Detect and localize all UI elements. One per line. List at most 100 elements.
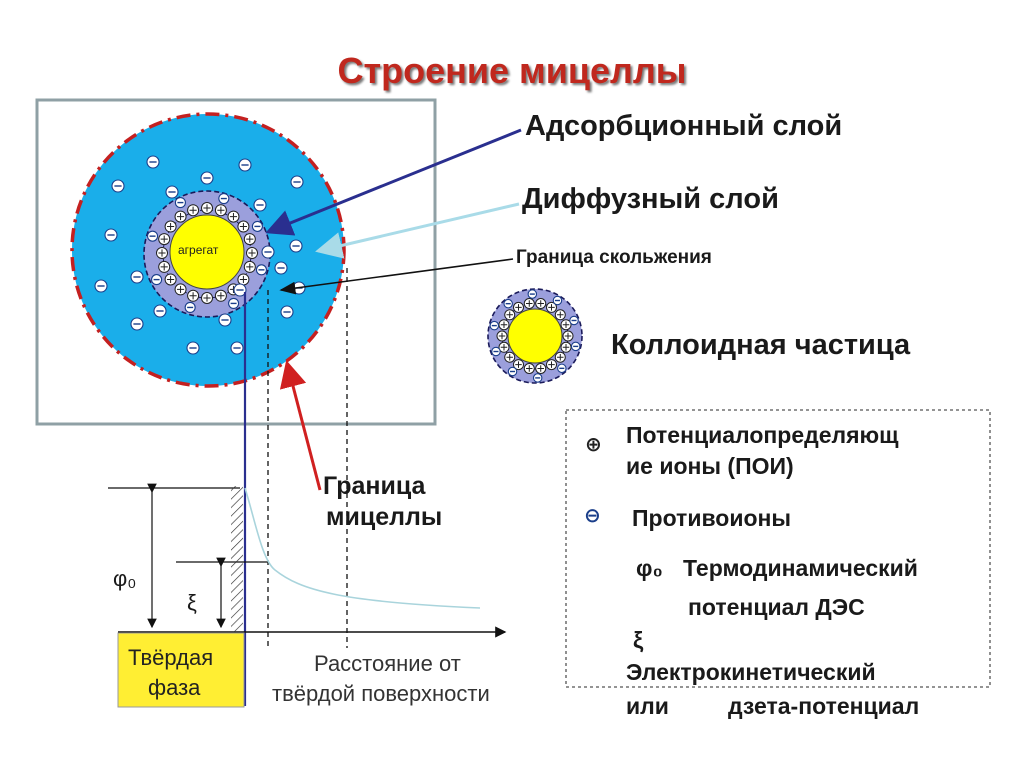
colloid-particle-label: Коллоидная частица — [611, 329, 911, 361]
negative-ion-icon — [290, 175, 304, 189]
positive-ion-icon — [227, 210, 240, 223]
negative-ion-icon — [130, 270, 144, 284]
micelle-ions — [94, 155, 306, 355]
legend-poi-1: Потенциалопределяющ — [626, 422, 899, 448]
legend-counterions: Противоионы — [632, 505, 792, 531]
circled-plus-icon: ⊕ — [585, 434, 602, 456]
positive-ion-icon — [562, 330, 574, 342]
positive-ion-icon — [513, 301, 524, 313]
positive-ion-icon — [237, 273, 250, 286]
legend-electro-zeta: дзета-потенциал — [728, 693, 920, 719]
negative-ion-icon — [153, 304, 167, 318]
negative-ion-icon — [489, 320, 500, 331]
slip-pointer — [279, 258, 514, 295]
positive-ion-icon — [523, 298, 535, 310]
negative-ion-icon — [255, 264, 268, 276]
aggregate-core — [169, 214, 245, 290]
positive-ion-icon — [214, 289, 227, 302]
negative-ion-icon — [111, 179, 125, 193]
legend-thermo-1: Термодинамический — [683, 555, 918, 581]
diffuse-pointer — [315, 202, 520, 259]
positive-ion-icon — [158, 233, 171, 246]
positive-ion-icon — [187, 289, 200, 302]
diffuse-layer-label: Диффузный слой — [522, 183, 779, 215]
positive-ion-icon — [498, 319, 510, 331]
solid-phase-label-1: Твёрдая — [128, 645, 214, 670]
adsorption-layer-label: Адсорбционный слой — [525, 110, 843, 142]
negative-ion-icon — [151, 274, 163, 286]
positive-ion-icon — [164, 220, 177, 233]
negative-ion-icon — [233, 283, 247, 297]
negative-ion-icon — [532, 373, 543, 383]
solid-phase-box — [117, 632, 245, 708]
positive-ion-icon — [523, 362, 535, 374]
distance-label-2: твёрдой поверхности — [272, 681, 490, 706]
positive-ion-icon — [546, 301, 557, 313]
solid-surface-hatch — [231, 486, 243, 632]
legend-phi0-symbol: φ₀ — [636, 555, 663, 581]
negative-ion-icon — [251, 220, 263, 232]
xi-label: ξ — [187, 590, 197, 615]
aggregate-label: агрегат — [178, 243, 219, 257]
positive-ion-icon — [546, 359, 557, 371]
adsorption-pointer — [265, 128, 522, 236]
negative-ion-icon — [253, 198, 267, 212]
negative-ion-icon — [146, 230, 159, 242]
slide-title: Строение мицеллы — [337, 50, 687, 91]
positive-ion-icon — [158, 260, 171, 273]
negative-ion-icon — [238, 158, 252, 172]
negative-ion-icon — [570, 341, 581, 352]
negative-ion-icon — [218, 192, 230, 205]
negative-ion-icon — [274, 261, 288, 275]
negative-ion-icon — [230, 341, 244, 355]
positive-ion-icon — [164, 273, 177, 286]
legend-xi-symbol: ξ — [633, 627, 644, 653]
positive-ion-icon — [498, 341, 510, 353]
negative-ion-icon — [174, 197, 186, 209]
legend-electro-1: Электрокинетический — [626, 659, 876, 685]
micelle-boundary-label-2: мицеллы — [326, 503, 443, 531]
positive-ion-icon — [246, 247, 258, 259]
negative-ion-icon — [130, 317, 144, 331]
positive-ion-icon — [187, 204, 200, 217]
negative-ion-icon — [200, 171, 214, 185]
negative-ion-icon — [146, 155, 160, 169]
positive-ion-icon — [201, 202, 213, 214]
solid-phase-label-2: фаза — [148, 675, 201, 700]
positive-ion-icon — [496, 330, 508, 342]
legend-box — [565, 409, 991, 688]
boundary-pointer — [279, 360, 322, 491]
positive-ion-icon — [243, 233, 256, 246]
negative-ion-icon — [507, 366, 518, 377]
positive-ion-icon — [535, 362, 547, 374]
positive-ion-icon — [554, 309, 566, 321]
phi0-label: φ₀ — [113, 566, 137, 591]
positive-ion-icon — [174, 283, 187, 296]
positive-ion-icon — [504, 309, 516, 321]
positive-ion-icon — [504, 351, 516, 363]
negative-ion-icon — [94, 279, 108, 293]
negative-ion-icon — [218, 313, 232, 327]
negative-ion-icon — [557, 363, 567, 374]
circled-minus-icon: ⊖ — [584, 505, 601, 527]
negative-ion-icon — [228, 297, 240, 309]
legend-thermo-2: потенциал ДЭС — [688, 594, 865, 620]
negative-ion-icon — [186, 341, 200, 355]
negative-ion-icon — [527, 289, 538, 299]
positive-ion-icon — [156, 247, 168, 259]
negative-ion-icon — [552, 295, 563, 306]
positive-ion-icon — [560, 319, 572, 331]
positive-ion-icon — [214, 204, 227, 217]
slip-boundary-label: Граница скольжения — [516, 247, 712, 268]
negative-ion-icon — [289, 239, 303, 253]
negative-ion-icon — [104, 228, 118, 242]
positive-ion-icon — [560, 341, 572, 353]
colloid-core — [507, 308, 563, 364]
negative-ion-icon — [261, 245, 275, 259]
positive-ion-icon — [554, 351, 566, 363]
distance-label-1: Расстояние от — [314, 651, 461, 676]
positive-ion-icon — [243, 260, 256, 273]
negative-ion-icon — [165, 185, 179, 199]
